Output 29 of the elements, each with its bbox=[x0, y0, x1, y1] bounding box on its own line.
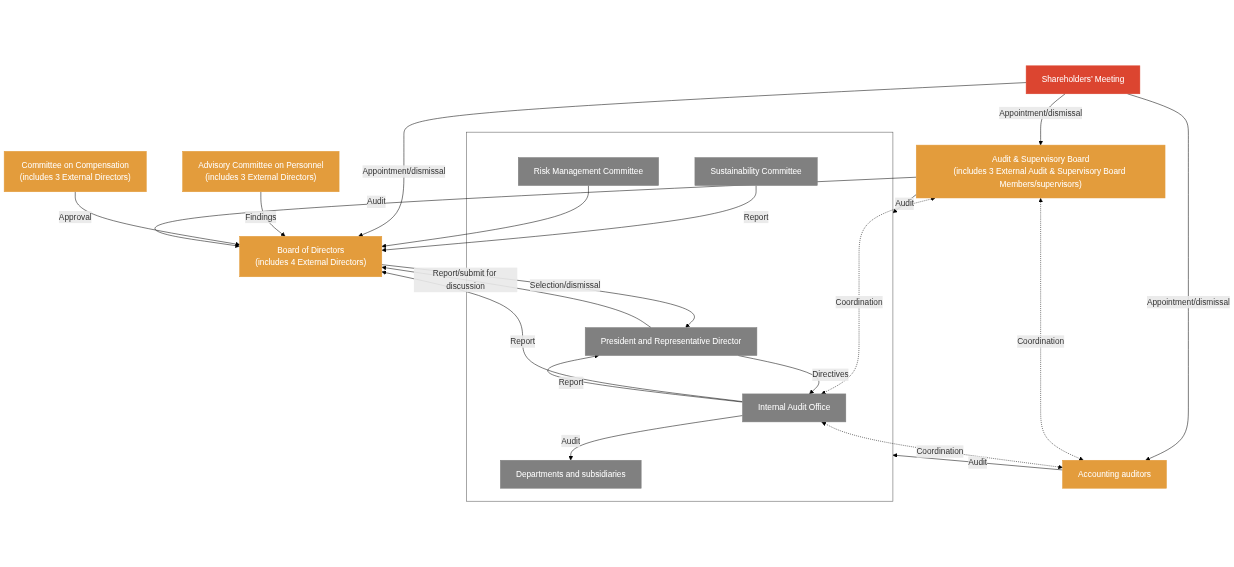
edge-label: Selection/dismissal bbox=[529, 280, 601, 290]
edge-label: Audit bbox=[561, 436, 581, 446]
node-box: Departments and subsidiaries bbox=[500, 460, 642, 489]
edge-label: Directives bbox=[812, 370, 849, 379]
edge-label: Appointment/dismissal bbox=[1146, 297, 1230, 307]
node-box: Internal Audit Office bbox=[742, 393, 847, 423]
edge-label: Report bbox=[510, 336, 536, 346]
edge-label: Coordination bbox=[916, 446, 964, 456]
edge-label: Audit bbox=[895, 199, 915, 208]
edge-label: Audit bbox=[968, 457, 988, 467]
edge-label: Appointment/dismissal bbox=[362, 166, 446, 176]
node-box: Board of Directors (includes 4 External Directors) bbox=[239, 236, 383, 277]
edge-label: Report/submit for discussion bbox=[432, 269, 497, 291]
edge-label: Appointment/dismissal bbox=[999, 108, 1083, 118]
node-box: Shareholders’ Meeting bbox=[1025, 65, 1141, 95]
node-box: President and Representative Director bbox=[584, 327, 758, 356]
edge-label: Approval bbox=[58, 212, 92, 222]
node-box: Advisory Committee on Personnel (includes 3 External Directors) bbox=[182, 151, 340, 192]
node-box: Audit & Supervisory Board (includes 3 External Audit & Supervisory Board Members/supervisors) bbox=[916, 144, 1166, 199]
edge-label: Findings bbox=[245, 212, 277, 222]
edge-label: Report bbox=[558, 378, 584, 387]
node-box: Sustainability Committee bbox=[694, 157, 818, 186]
edge-label: Audit bbox=[366, 197, 386, 206]
edge-label: Report bbox=[743, 212, 769, 222]
edge-label: Coordination bbox=[835, 297, 883, 307]
node-box: Risk Management Committee bbox=[518, 157, 659, 186]
node-box: Accounting auditors bbox=[1062, 460, 1167, 489]
edge-label: Coordination bbox=[1017, 336, 1065, 346]
node-box: Committee on Compensation (includes 3 External Directors) bbox=[3, 151, 147, 192]
